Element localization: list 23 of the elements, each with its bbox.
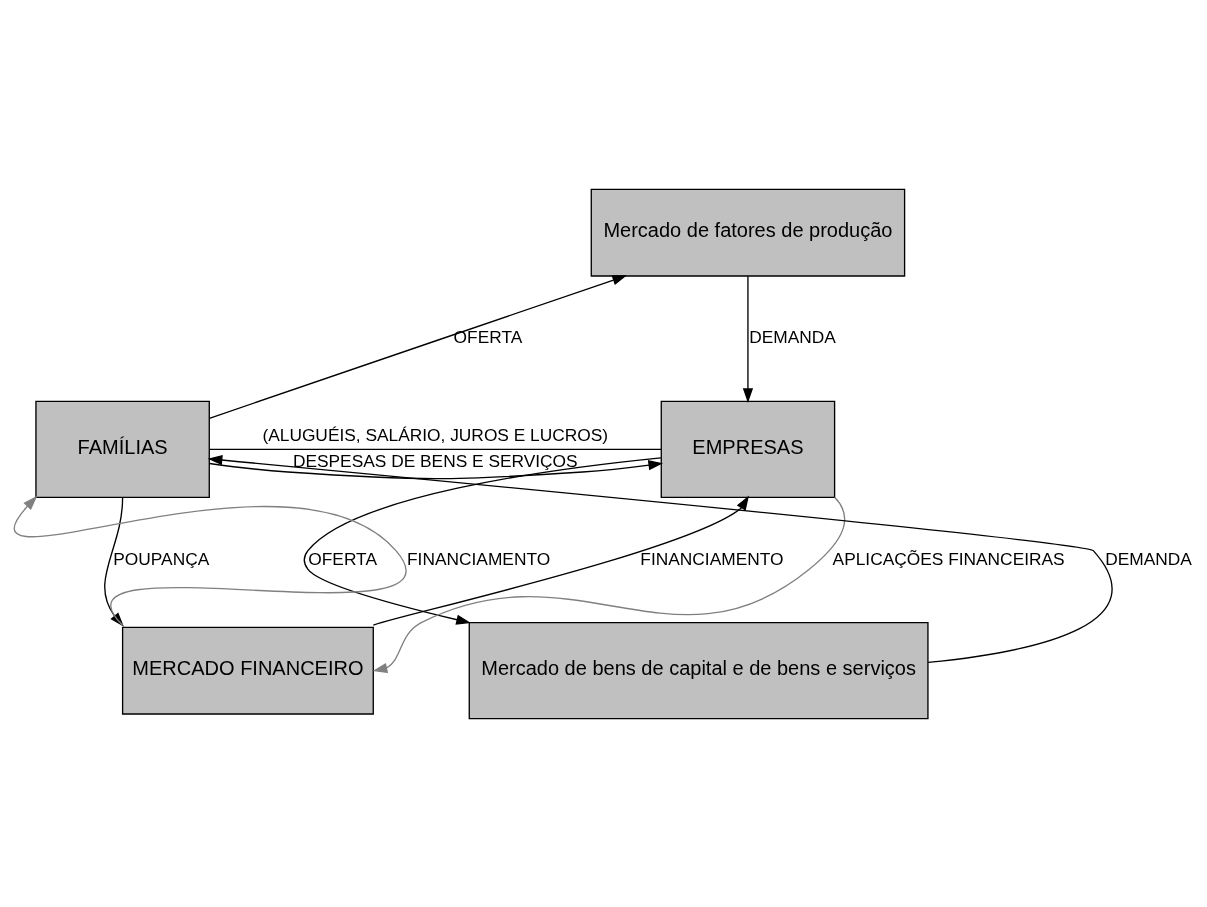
node-box: EMPRESAS xyxy=(660,400,836,498)
arrow xyxy=(303,456,662,625)
node-box: MERCADO FINANCEIRO xyxy=(121,626,374,715)
edge-label: (ALUGUÉIS, SALÁRIO, JUROS E LUCROS) xyxy=(262,424,609,445)
connector xyxy=(208,448,662,450)
arrow xyxy=(372,495,749,626)
arrow xyxy=(207,454,1113,663)
edge-label: FINANCIAMENTO xyxy=(407,548,551,569)
edge-label: APLICAÇÕES FINANCEIRAS xyxy=(832,548,1065,569)
arrow xyxy=(208,459,664,479)
edge-label: DESPESAS DE BENS E SERVIÇOS xyxy=(292,450,578,471)
edge-label: DEMANDA xyxy=(1105,548,1192,569)
edge-label: FINANCIAMENTO xyxy=(640,548,784,569)
edge-label: OFERTA xyxy=(308,548,377,569)
node-box: FAMÍLIAS xyxy=(35,400,210,498)
edge-label: DEMANDA xyxy=(749,326,836,347)
node-box: Mercado de bens de capital e de bens e serviços xyxy=(468,621,929,719)
arrow xyxy=(742,275,754,403)
arrow xyxy=(208,274,628,419)
arrow xyxy=(372,496,846,673)
edge-label: POUPANÇA xyxy=(113,548,210,569)
node-box: Mercado de fatores de produção xyxy=(590,188,906,277)
edge-label: OFERTA xyxy=(453,326,523,347)
